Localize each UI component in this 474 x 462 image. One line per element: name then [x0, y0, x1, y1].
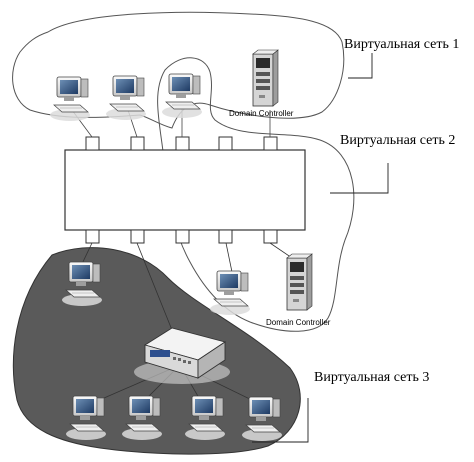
switch-ports-top — [85, 136, 278, 151]
pc-icon — [105, 75, 147, 121]
server-icon — [286, 253, 313, 311]
callout-lines — [252, 53, 389, 443]
server-icon — [252, 49, 279, 107]
vnet1-label: Виртуальная сеть 1 — [344, 37, 460, 52]
pc-icon — [161, 73, 203, 119]
vnet3-label: Виртуальная сеть 3 — [314, 370, 430, 385]
hub-icon — [134, 327, 230, 384]
domain-controller-top-label: Domain Controller — [229, 109, 294, 118]
vnet2-label: Виртуальная сеть 2 — [340, 133, 456, 148]
switch-body — [64, 149, 306, 231]
pc-icon — [209, 270, 251, 316]
switch-ports-bottom — [85, 229, 278, 244]
domain-controller-bottom-label: Domain Controller — [266, 318, 331, 327]
pc-icon — [49, 76, 91, 122]
